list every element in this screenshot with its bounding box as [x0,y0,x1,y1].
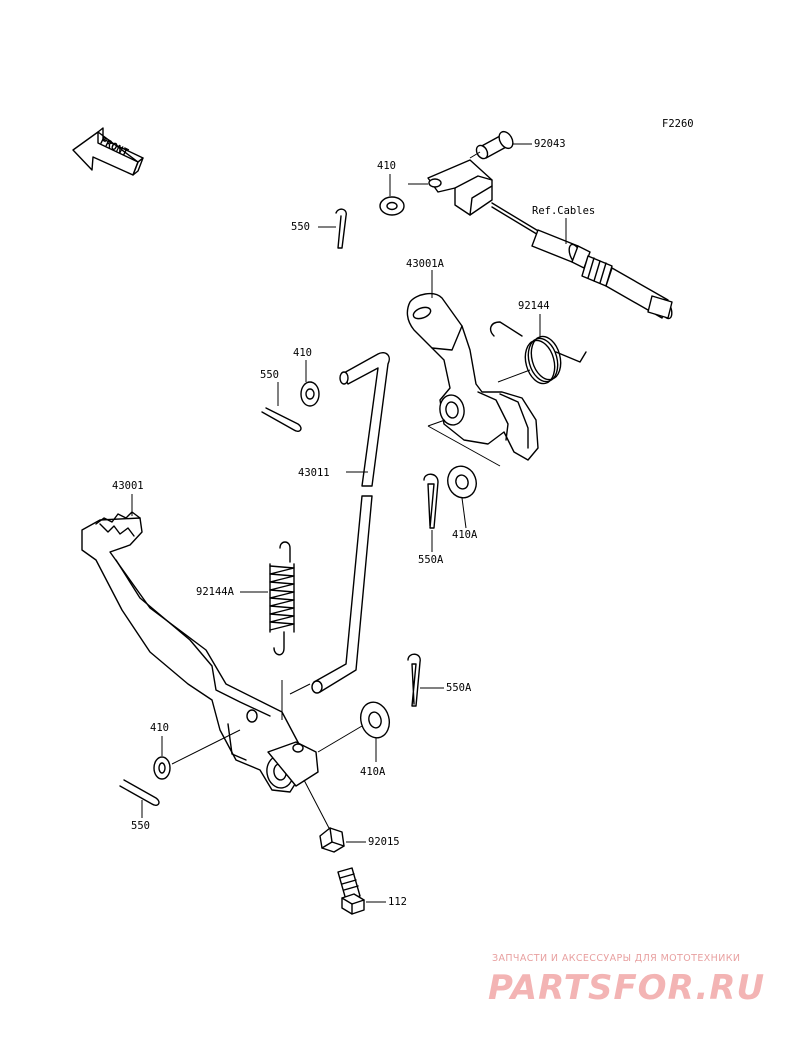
label-550A-low: 550A [446,682,472,694]
bolt-112 [337,867,386,915]
label-410-top: 410 [377,160,396,172]
cotter-pin-550-top [318,208,347,249]
watermark-tagline: ЗАПЧАСТИ И АКСЕССУАРЫ ДЛЯ МОТОТЕХНИКИ [492,953,741,964]
label-92015: 92015 [368,836,400,848]
label-410A-low: 410A [360,766,386,778]
washer-410-mid [300,360,320,407]
nut-92015 [303,779,366,853]
label-92144A: 92144A [196,586,234,598]
washer-410-low [153,736,171,780]
label-550-mid: 550 [260,369,279,381]
diagram-code: F2260 [662,118,694,130]
label-43001A: 43001A [406,258,444,270]
label-410-low: 410 [150,722,169,734]
cotter-pin-550-low [119,779,160,818]
label-550-low: 550 [131,820,150,832]
washer-410A-mid [447,465,477,529]
lever-43001A [406,270,539,467]
cotter-pin-550-mid [261,382,302,433]
label-92144: 92144 [518,300,550,312]
brake-rod-43011 [289,352,390,695]
label-ref-cables: Ref.Cables [532,205,596,217]
label-92043: 92043 [534,138,566,150]
cotter-pin-550A-low [407,653,444,707]
label-43011: 43011 [298,467,330,479]
label-550A-mid: 550A [418,554,444,566]
pin-92043 [469,130,532,160]
washer-410A-low [359,701,391,762]
cable-sheath [531,218,673,320]
label-410-mid: 410 [293,347,312,359]
cable-clevis [408,159,541,237]
cotter-pin-550A-mid [423,473,439,552]
washer-410-top [379,174,405,216]
spring-92144A [240,541,295,656]
front-arrow-icon: FRONT [72,127,144,176]
label-550-top: 550 [291,221,310,233]
label-112: 112 [388,896,407,908]
torsion-spring-92144 [489,314,587,385]
watermark-logo: PARTSFOR.RU [488,968,766,1008]
label-43001: 43001 [112,480,144,492]
brake-pedal-43001 [81,494,363,793]
label-410A-mid: 410A [452,529,478,541]
